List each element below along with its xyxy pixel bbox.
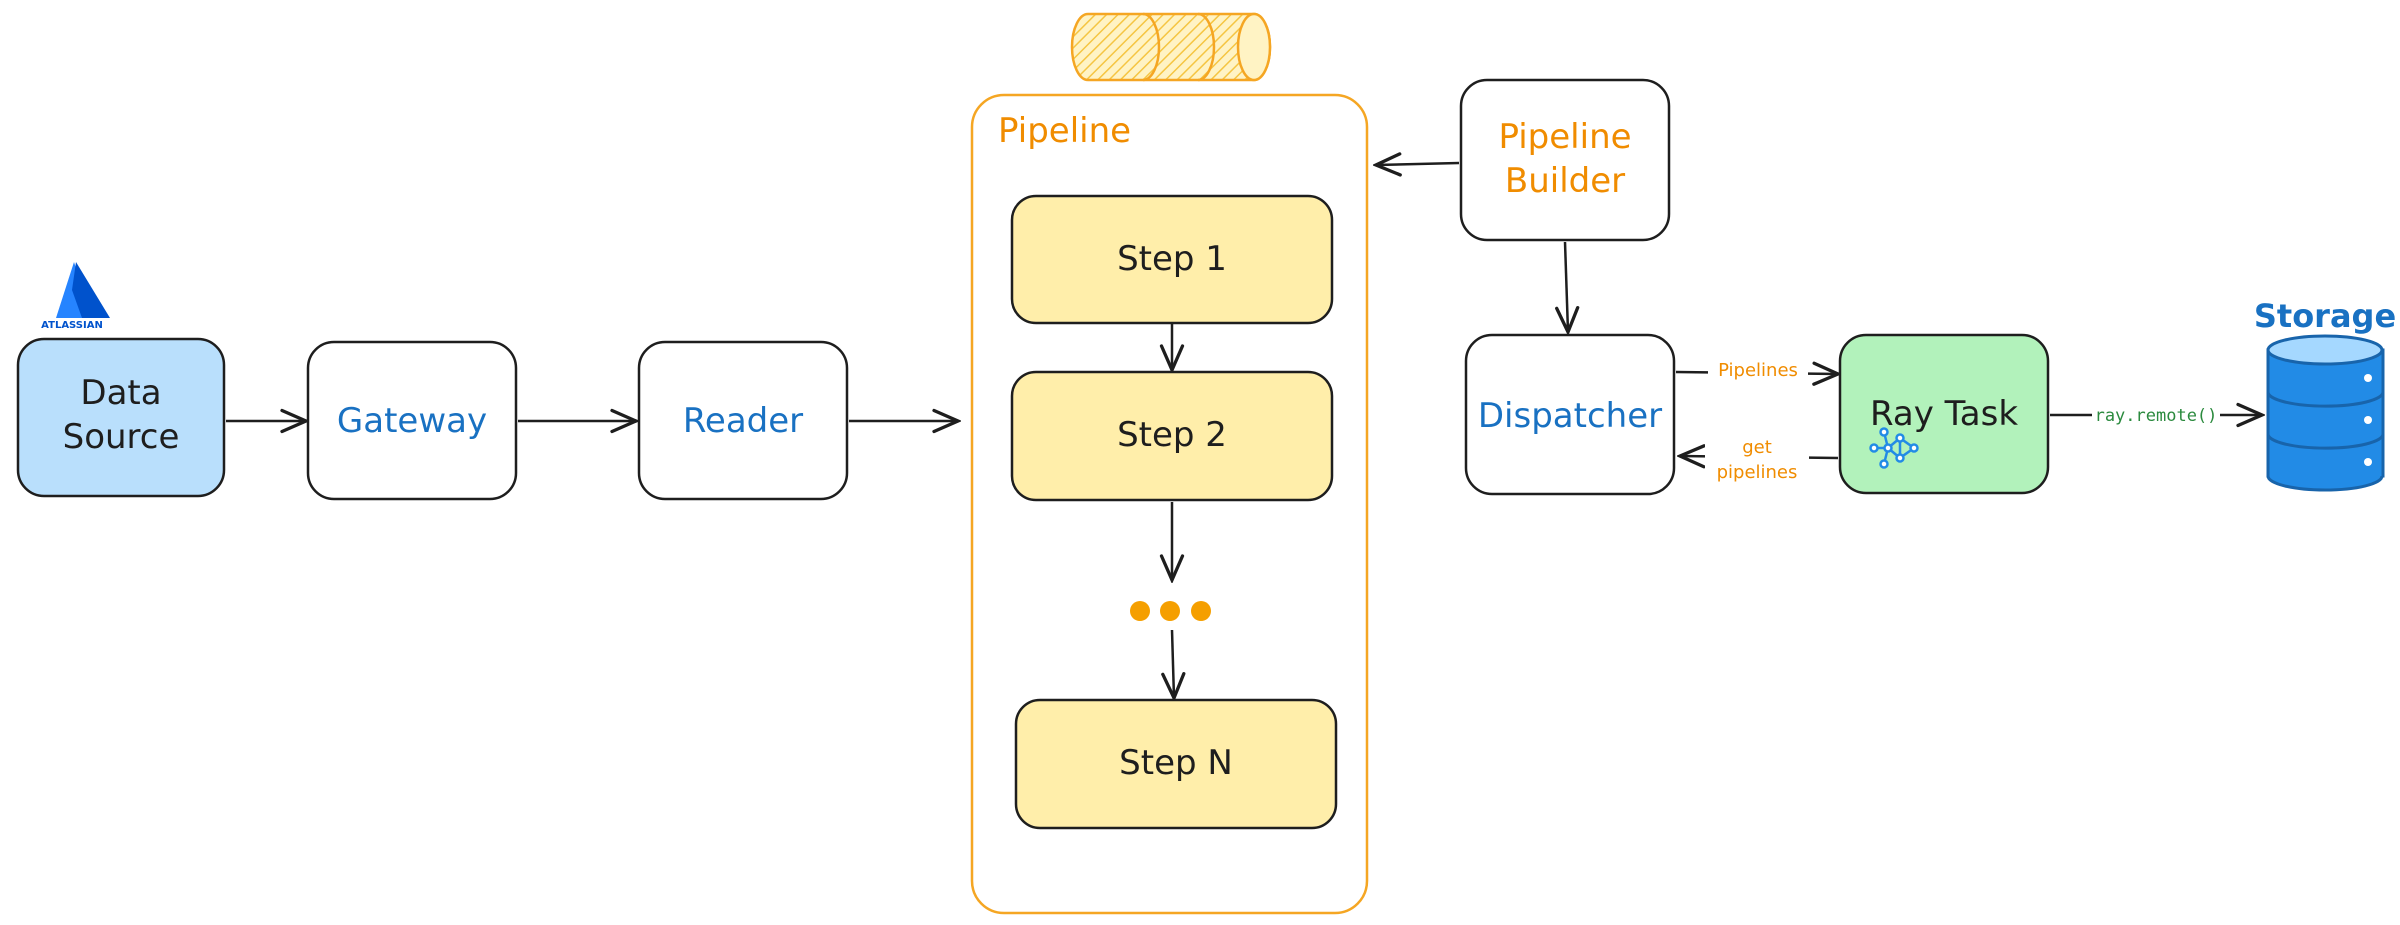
data-source-label-line2: Source [63, 417, 180, 457]
edge-label-pipelines: Pipelines [1718, 360, 1798, 381]
edge-label-get: get [1742, 437, 1772, 458]
dispatcher-node[interactable]: Dispatcher [1464, 333, 1676, 496]
arrow-builder-pipeline [1376, 163, 1460, 165]
step-2-label: Step 2 [1117, 415, 1227, 455]
dispatcher-label: Dispatcher [1478, 396, 1662, 436]
storage-label: Storage [2254, 297, 2396, 335]
data-source-label-line1: Data [80, 373, 161, 413]
edge-label-pipelines-2: pipelines [1717, 462, 1798, 483]
cylinder-queue-icon [1070, 12, 1272, 82]
database-icon [2266, 334, 2385, 492]
storage-node[interactable]: Storage [2254, 297, 2396, 492]
step-n-label: Step N [1119, 743, 1233, 783]
ellipsis-dots [1130, 601, 1211, 621]
step-n-node[interactable]: Step N [1014, 698, 1338, 830]
ray-logo-icon [1869, 427, 1919, 469]
reader-label: Reader [683, 401, 803, 441]
gateway-node[interactable]: Gateway [306, 340, 518, 501]
pipeline-builder-label-line1: Pipeline [1498, 117, 1631, 157]
pipeline-container: Pipeline [970, 93, 1369, 915]
atlassian-logo: ATLASSIAN [41, 262, 110, 331]
atlassian-logo-text: ATLASSIAN [41, 320, 103, 331]
data-source-node[interactable]: Data Source [16, 337, 226, 498]
arrow-dots-stepn [1172, 629, 1174, 698]
arrow-builder-dispatcher [1565, 241, 1568, 332]
gateway-label: Gateway [337, 401, 487, 441]
step-2-node[interactable]: Step 2 [1010, 370, 1334, 502]
atlassian-logo-icon [56, 262, 110, 318]
step-1-node[interactable]: Step 1 [1010, 194, 1334, 325]
edge-label-ray-remote: ray.remote() [2095, 406, 2218, 426]
pipeline-builder-label-line2: Builder [1505, 161, 1625, 201]
reader-node[interactable]: Reader [637, 340, 849, 501]
ray-task-label: Ray Task [1870, 394, 2018, 434]
pipeline-builder-node[interactable]: Pipeline Builder [1459, 78, 1671, 242]
pipeline-title: Pipeline [998, 111, 1131, 151]
ray-task-node[interactable]: Ray Task [1838, 333, 2050, 495]
step-1-label: Step 1 [1117, 239, 1227, 279]
